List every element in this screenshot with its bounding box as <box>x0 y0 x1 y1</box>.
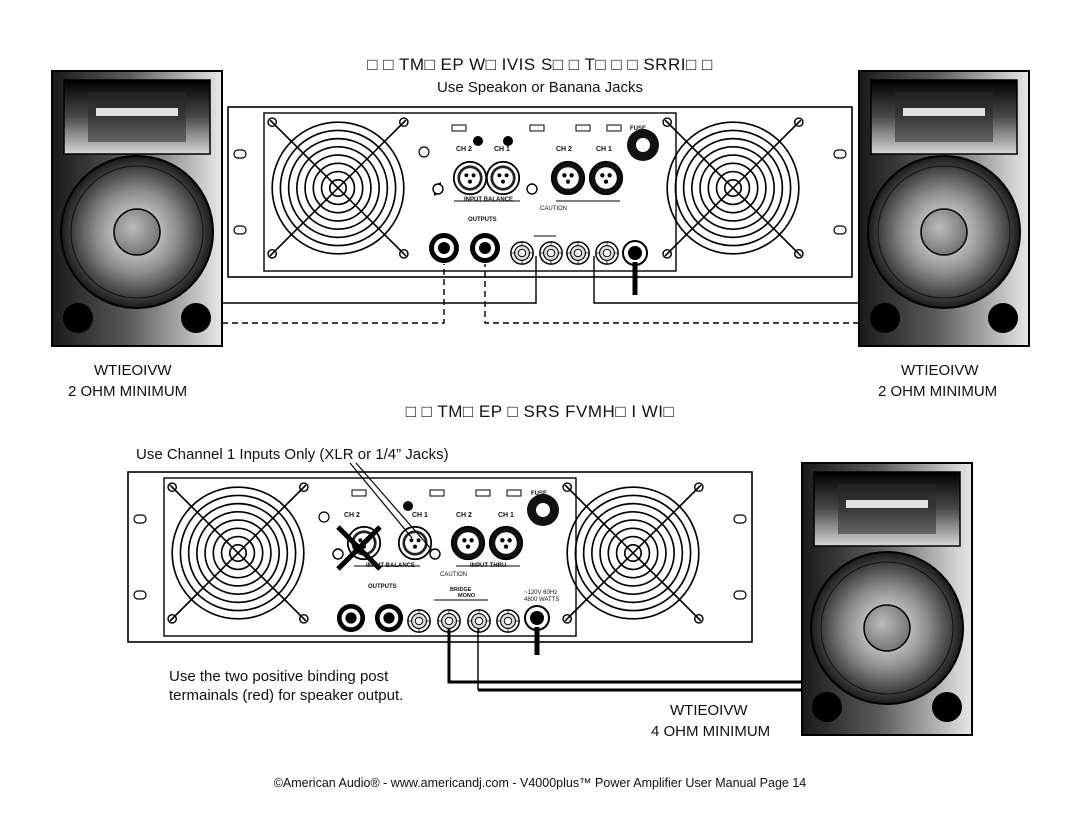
amp-bottom-input-thru-label: INPUT THRU <box>470 563 507 569</box>
instruction-arrows <box>349 462 433 551</box>
amp-bottom-ch1-thru-label: CH 1 <box>498 512 514 519</box>
bottom-section-instruction: Use Channel 1 Inputs Only (XLR or 1/4” J… <box>136 446 449 463</box>
speaker-cabinet-bottom-right <box>801 462 973 736</box>
right-speaker-label: WTIEOIVW <box>901 362 979 379</box>
amp-bottom-power-spec: ~120V 60Hz <box>524 590 558 596</box>
page-footer: ©American Audio® - www.americandj.com - … <box>273 776 807 790</box>
left-speaker-impedance: 2 OHM MINIMUM <box>68 383 188 400</box>
output-note-line1: Use the two positive binding post <box>169 668 389 685</box>
amp-bottom-outputs-label: OUTPUTS <box>368 584 397 590</box>
speaker-cabinet-top-right <box>858 70 1030 347</box>
amp-bottom-mono-label: MONO <box>458 593 476 599</box>
left-speaker-label: WTIEOIVW <box>94 362 172 379</box>
top-section-instruction: Use Speakon or Banana Jacks <box>437 79 643 96</box>
amp-bottom-input-balance-label: INPUT BALANCE <box>366 563 415 569</box>
speaker-cabinet-top-left <box>51 70 223 347</box>
bottom-speaker-label: WTIEOIVW <box>670 702 748 719</box>
amp-bottom-caution-label: CAUTION <box>440 572 467 578</box>
right-speaker-impedance: 2 OHM MINIMUM <box>878 383 998 400</box>
amp-bottom-bridge-label: BRIDGE <box>450 587 472 593</box>
amp-top-input-balance-label: INPUT BALANCE <box>464 197 513 203</box>
amplifier-rear-panel-top <box>227 106 853 295</box>
amp-top-ch1-thru-label: CH 1 <box>596 146 612 153</box>
bottom-section-title: □ □ TM□ EP □ SRS FVMH□ I WI□ <box>405 402 675 421</box>
amp-top-ch1-label: CH 1 <box>494 146 510 153</box>
speaker-wiring-bottom <box>447 628 802 692</box>
amp-top-fuse-label: FUSE <box>630 126 647 132</box>
amp-bottom-watts-spec: 4800 WATTS <box>524 597 560 603</box>
amp-bottom-ch2-label: CH 2 <box>344 512 360 519</box>
amp-bottom-ch2-thru-label: CH 2 <box>456 512 472 519</box>
amp-bottom-fuse-label: FUSE <box>531 491 548 497</box>
amp-top-outputs-label: OUTPUTS <box>468 217 497 223</box>
amplifier-rear-panel-bottom <box>127 471 753 655</box>
amp-bottom-ch1-label: CH 1 <box>412 512 428 519</box>
bottom-speaker-impedance: 4 OHM MINIMUM <box>651 723 771 740</box>
amp-top-ch2-thru-label: CH 2 <box>556 146 572 153</box>
amp-top-caution-label: CAUTION <box>540 206 567 212</box>
output-note-line2: termainals (red) for speaker output. <box>169 687 404 704</box>
speaker-wiring-top <box>222 256 859 324</box>
amp-top-ch2-label: CH 2 <box>456 146 472 153</box>
top-section-title: □ □ TM□ EP W□ IVIS S□ □ T□ □ □ SRRI□ □ <box>367 55 713 74</box>
